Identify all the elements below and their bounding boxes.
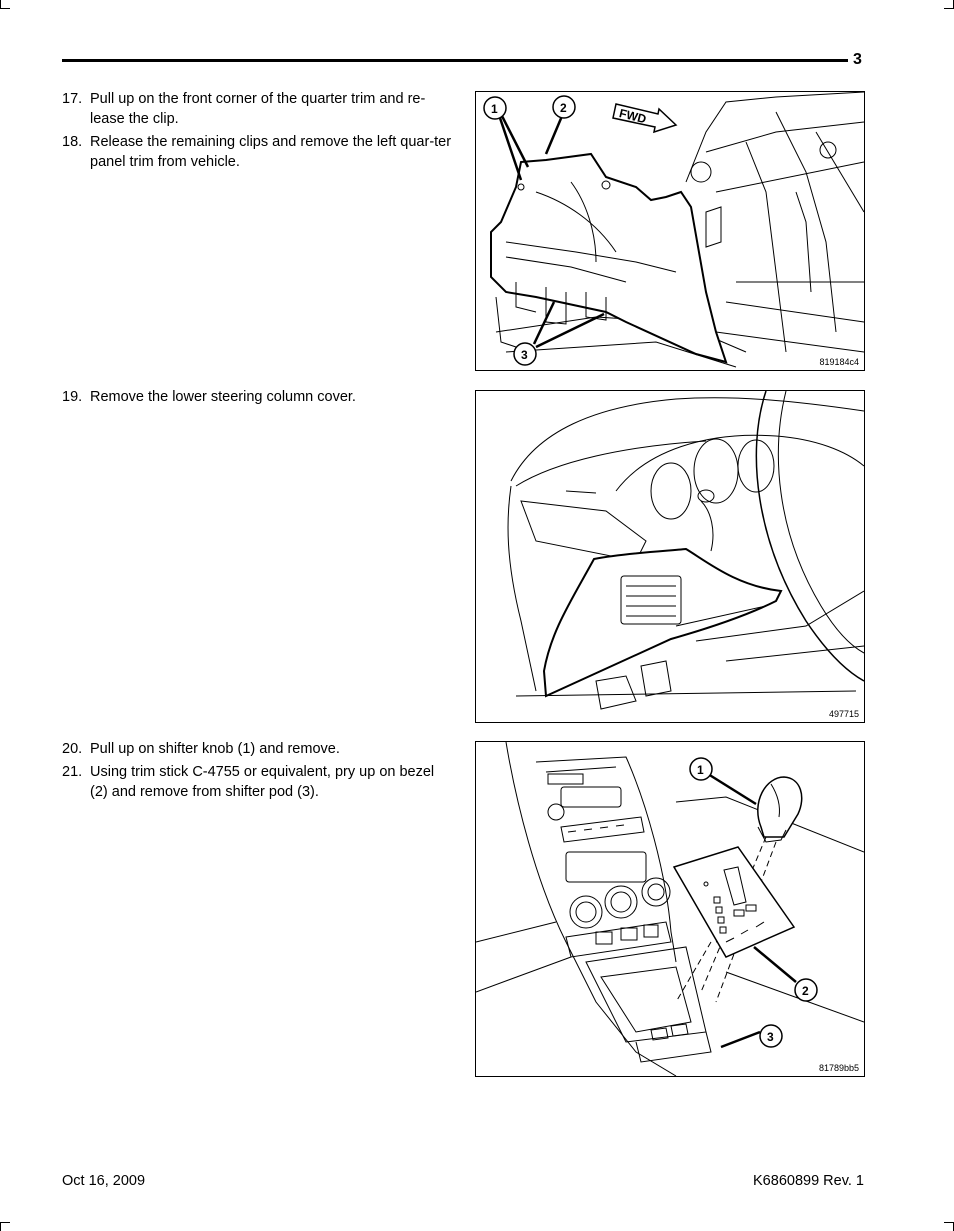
- step-number: 18.: [62, 134, 83, 150]
- step-text: Release the remaining clips and remove t…: [90, 134, 452, 170]
- callout-3: 3: [759, 1024, 783, 1048]
- step-text: Using trim stick C-4755 or equivalent, p…: [90, 764, 435, 800]
- steps-section-2: 19. Remove the lower steering column cov…: [62, 387, 454, 410]
- steps-section-1: 17. Pull up on the front corner of the q…: [62, 89, 454, 175]
- crop-mark-top-right: [944, 0, 954, 9]
- figure-quarter-trim: FWD 1 2 3 819184c4: [475, 91, 865, 371]
- callout-2: 2: [552, 95, 576, 119]
- crop-mark-bottom-left: [0, 1222, 10, 1231]
- crop-mark-bottom-right: [944, 1222, 954, 1231]
- steering-column-cover-illustration: [507, 391, 864, 710]
- step-19: 19. Remove the lower steering column cov…: [62, 387, 454, 407]
- step-21: 21. Using trim stick C-4755 or equivalen…: [62, 762, 454, 802]
- footer-date: Oct 16, 2009: [62, 1173, 146, 1189]
- step-text: Pull up on shifter knob (1) and remove.: [90, 741, 340, 757]
- svg-text:3: 3: [767, 1030, 774, 1044]
- shifter-bezel-illustration: 1 2 3: [476, 742, 864, 1076]
- step-number: 21.: [62, 764, 83, 780]
- fwd-arrow-icon: FWD: [612, 103, 678, 134]
- figure-shifter-bezel: 1 2 3 81789bb5: [475, 741, 865, 1077]
- page-number: 3: [853, 51, 862, 68]
- step-number: 20.: [62, 741, 83, 757]
- crop-mark-top-left: [0, 0, 10, 9]
- figure-id: 81789bb5: [817, 1063, 860, 1073]
- callout-1: 1: [483, 96, 507, 120]
- figure-id: 819184c4: [818, 357, 860, 367]
- step-18: 18. Release the remaining clips and remo…: [62, 132, 454, 172]
- shifter-knob-icon: [757, 776, 803, 843]
- figure-id: 497715: [827, 709, 860, 719]
- svg-text:3: 3: [521, 348, 528, 362]
- svg-text:1: 1: [697, 763, 704, 777]
- svg-text:2: 2: [802, 984, 809, 998]
- steps-section-3: 20. Pull up on shifter knob (1) and remo…: [62, 739, 454, 805]
- step-20: 20. Pull up on shifter knob (1) and remo…: [62, 739, 454, 759]
- header-rule: [62, 59, 848, 62]
- svg-text:1: 1: [491, 102, 498, 116]
- callout-2: 2: [794, 978, 818, 1002]
- step-text: Remove the lower steering column cover.: [90, 389, 356, 405]
- step-text: Pull up on the front corner of the quart…: [90, 91, 426, 127]
- footer-doc-ref: K6860899 Rev. 1: [753, 1173, 864, 1189]
- quarter-trim-illustration: FWD 1 2 3: [483, 92, 864, 368]
- shifter-bezel-icon: [672, 846, 796, 958]
- fwd-label: FWD: [618, 106, 648, 126]
- step-number: 17.: [62, 91, 83, 107]
- step-number: 19.: [62, 389, 83, 405]
- figure-steering-column-cover: 497715: [475, 390, 865, 723]
- callout-1: 1: [689, 757, 713, 781]
- svg-text:2: 2: [560, 101, 567, 115]
- callout-3: 3: [513, 342, 537, 366]
- step-17: 17. Pull up on the front corner of the q…: [62, 89, 454, 129]
